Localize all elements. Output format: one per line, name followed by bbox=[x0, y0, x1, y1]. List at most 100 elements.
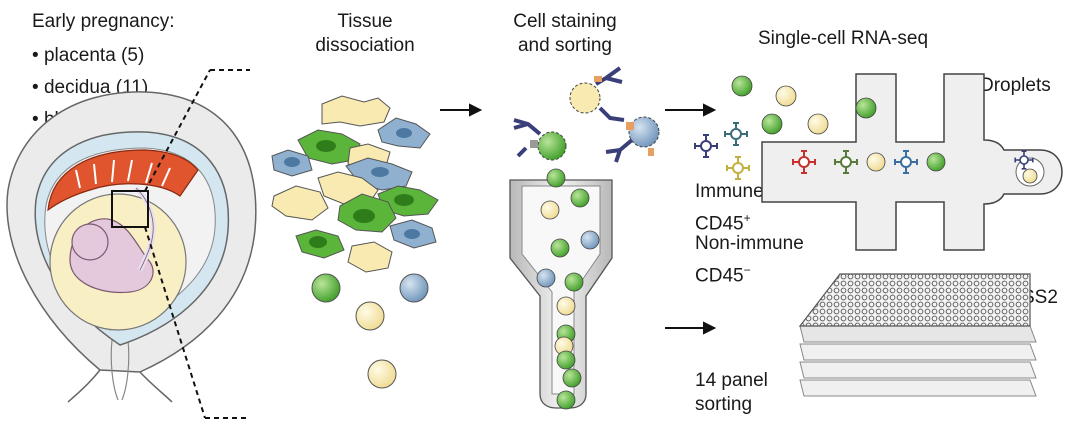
stained-cell-green bbox=[537, 131, 567, 161]
step-dissociation-line1: Tissue bbox=[337, 11, 393, 32]
tissue-cell-nucleus bbox=[316, 140, 336, 152]
intro-item-text: placenta (5) bbox=[43, 45, 145, 66]
arrow-head bbox=[469, 103, 483, 117]
tissue-cell-nucleus bbox=[371, 167, 389, 177]
plate-top bbox=[798, 273, 1031, 327]
antibody-tag bbox=[530, 140, 538, 148]
antibody-tag bbox=[648, 148, 654, 156]
cd45-negative-sup: − bbox=[743, 263, 751, 277]
ss2-label: SS2 bbox=[1022, 287, 1058, 308]
intro-item-placenta: • placenta (5) bbox=[32, 45, 145, 66]
round-cell-yellow bbox=[367, 359, 397, 389]
tube-cell-blue bbox=[580, 230, 600, 250]
step-staining-line1: Cell staining bbox=[513, 11, 617, 32]
chip-cell-green bbox=[926, 152, 946, 172]
immune-label: Immune bbox=[695, 181, 764, 202]
inflow-cell-green bbox=[855, 97, 877, 119]
antibody-tag bbox=[594, 76, 602, 82]
inflow-cell-green bbox=[731, 75, 753, 97]
inflow-cell-green bbox=[761, 113, 783, 135]
tube-cell-green bbox=[570, 188, 590, 208]
cd45-positive-label: CD45+ bbox=[695, 206, 751, 236]
placenta-villi bbox=[75, 159, 171, 189]
immune-cell-icon bbox=[834, 150, 858, 174]
step-staining-label: Cell staining and sorting bbox=[500, 10, 630, 58]
plate-layer bbox=[799, 343, 1037, 361]
step-rnaseq-label: Single-cell RNA-seq bbox=[758, 28, 929, 49]
stained-cells bbox=[513, 66, 660, 163]
cd45-negative-text: CD45 bbox=[695, 265, 744, 287]
fetus-head bbox=[71, 223, 109, 261]
zoom-line-top bbox=[144, 69, 211, 192]
cervix-right bbox=[139, 371, 173, 403]
cervix-canal bbox=[110, 339, 130, 401]
step-dissociation-label: Tissue dissociation bbox=[300, 10, 430, 58]
inflow-cell-yellow bbox=[775, 85, 797, 107]
immune-cell-icon bbox=[726, 156, 750, 180]
round-cell-blue bbox=[399, 273, 429, 303]
step-staining-line2: and sorting bbox=[517, 35, 612, 56]
droplet-cell-yellow bbox=[1022, 168, 1038, 184]
intro-title: Early pregnancy: bbox=[32, 11, 175, 32]
tube-cell-yellow bbox=[540, 200, 560, 220]
plate-side bbox=[799, 325, 1037, 343]
tube-cell-green bbox=[556, 350, 576, 370]
droplets-label: Droplets bbox=[980, 75, 1051, 96]
tissue-cell-nucleus bbox=[309, 236, 327, 248]
plate-layer bbox=[799, 361, 1037, 379]
tube-cell-green bbox=[562, 368, 582, 388]
antibody-icon bbox=[516, 146, 528, 158]
arrow-head bbox=[703, 321, 717, 335]
tube-cell-green bbox=[546, 168, 566, 188]
panel-sorting-line1: 14 panel bbox=[695, 370, 768, 391]
immune-cell-icon bbox=[792, 150, 816, 174]
immune-cell-icon bbox=[724, 122, 748, 146]
plate-layer bbox=[799, 379, 1037, 397]
stained-cell-blue bbox=[628, 116, 660, 148]
tube-cell-green bbox=[556, 390, 576, 410]
tissue-cell-nucleus bbox=[396, 128, 412, 138]
sorting-tube bbox=[509, 168, 613, 410]
tissue-cell-nucleus bbox=[404, 229, 420, 239]
inflow-cell-yellow bbox=[807, 113, 829, 135]
tube-inner bbox=[521, 185, 601, 395]
well-plate-stack bbox=[798, 273, 1037, 397]
tube-cell-green bbox=[550, 238, 570, 258]
tissue-cell-nucleus bbox=[394, 194, 414, 206]
stained-cell-yellow bbox=[569, 82, 601, 114]
tissue-cell-yellow bbox=[347, 241, 393, 273]
step-dissociation-line2: dissociation bbox=[315, 35, 415, 56]
immune-cell-icon bbox=[694, 134, 718, 158]
cd45-negative-label: CD45− bbox=[695, 258, 751, 288]
immune-cells bbox=[694, 122, 1034, 180]
nonimmune-label: Non-immune bbox=[695, 233, 804, 254]
panel-sorting-label: 14 panel sorting bbox=[695, 369, 768, 417]
cd45-positive-sup: + bbox=[743, 211, 751, 225]
zoom-box bbox=[111, 190, 149, 228]
tube-cell-yellow bbox=[556, 296, 576, 316]
antibody-icon bbox=[598, 106, 625, 122]
tissue-cell-nucleus bbox=[353, 209, 375, 223]
zoom-line-bottom bbox=[144, 226, 206, 419]
dissociated-cells bbox=[271, 95, 439, 389]
tube-cell-green bbox=[564, 272, 584, 292]
chip-cell-yellow bbox=[866, 152, 886, 172]
antibody-icon bbox=[513, 118, 542, 136]
antibody-tag bbox=[626, 122, 634, 130]
umbilical-cord-outline bbox=[135, 187, 154, 271]
arrow-head bbox=[703, 103, 717, 117]
panel-sorting-line2: sorting bbox=[695, 394, 753, 415]
tube-cell-blue bbox=[536, 268, 556, 288]
tissue-cell-nucleus bbox=[284, 157, 300, 167]
tissue-cell-yellow bbox=[321, 95, 391, 127]
immune-cell-icon bbox=[1014, 150, 1034, 170]
round-cell-green bbox=[311, 273, 341, 303]
tissue-cell-yellow bbox=[271, 185, 329, 221]
cervix-left bbox=[67, 369, 101, 403]
cd45-positive-text: CD45 bbox=[695, 213, 744, 235]
immune-cell-icon bbox=[894, 150, 918, 174]
antibody-icon bbox=[605, 138, 634, 163]
uterus-illustration bbox=[6, 91, 257, 403]
placenta bbox=[47, 149, 199, 212]
